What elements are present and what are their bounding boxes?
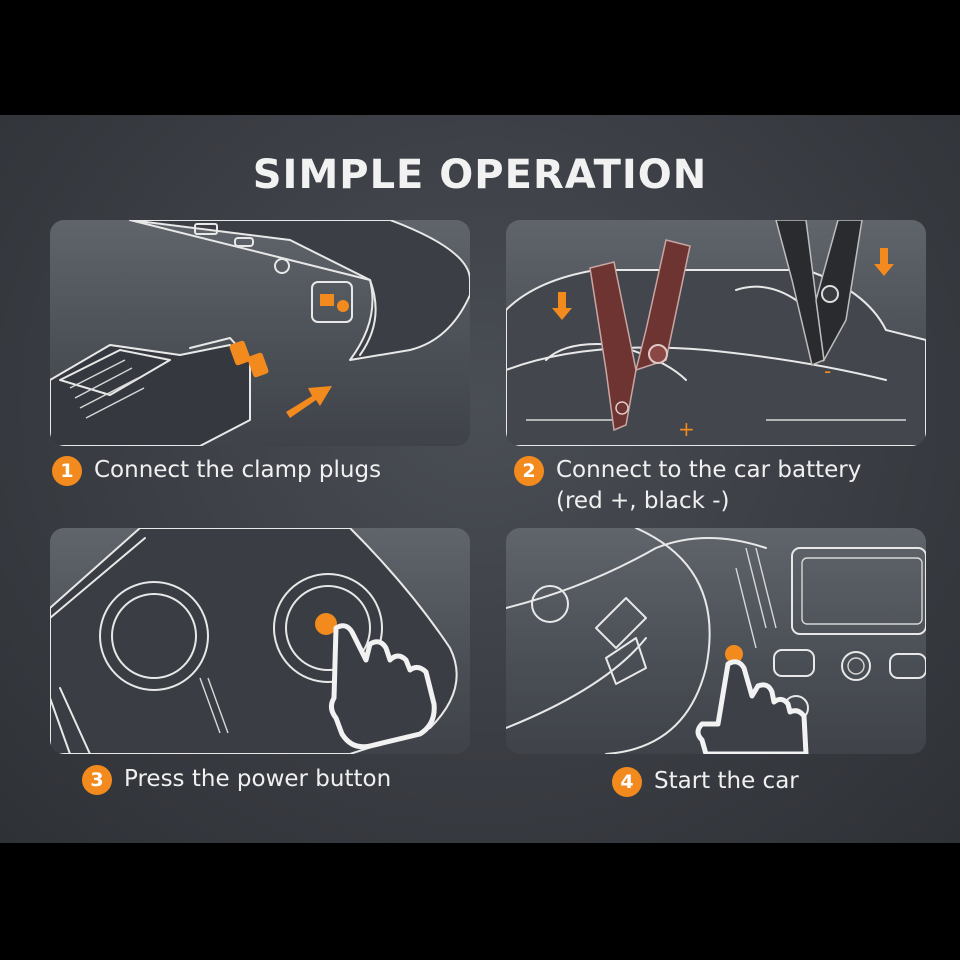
- step-2-badge: 2: [514, 456, 544, 486]
- pointing-hand-icon: [695, 659, 809, 754]
- battery-clamps-drawing: + -: [506, 220, 926, 446]
- pointing-hand-icon: [328, 623, 437, 750]
- arrow-icon: [552, 248, 894, 320]
- step-3-label: Press the power button: [124, 766, 392, 792]
- page-title: SIMPLE OPERATION: [252, 152, 708, 198]
- press-point-dot: [315, 613, 337, 635]
- car-dashboard-drawing: [506, 528, 926, 754]
- press-point-dot: [725, 645, 743, 663]
- plus-mark: +: [678, 417, 695, 441]
- minus-mark: -: [824, 359, 831, 383]
- step-2-illustration: + -: [506, 220, 926, 446]
- step-1-badge: 1: [52, 456, 82, 486]
- step-1-caption: 1 Connect the clamp plugs: [52, 455, 381, 486]
- step-2-label: Connect to the car battery: [556, 457, 862, 483]
- step-4-caption: 4 Start the car: [612, 766, 799, 797]
- jump-starter-plug-drawing: [50, 220, 470, 446]
- step-1-label: Connect the clamp plugs: [94, 457, 382, 483]
- step-1-illustration: [50, 220, 470, 446]
- step-3-caption: 3 Press the power button: [82, 764, 391, 795]
- black-clamp-icon: [775, 220, 863, 367]
- step-4-badge: 4: [612, 767, 642, 797]
- step-4-illustration: [506, 528, 926, 754]
- step-3-badge: 3: [82, 765, 112, 795]
- step-2-caption: 2 Connect to the car battery (red +, bla…: [514, 455, 861, 517]
- step-4-label: Start the car: [654, 768, 799, 794]
- power-button-drawing: [50, 528, 458, 754]
- step-2-sublabel: (red +, black -): [556, 488, 730, 514]
- red-clamp-icon: [589, 239, 691, 432]
- arrow-icon: [286, 386, 332, 418]
- step-3-illustration: [50, 528, 470, 754]
